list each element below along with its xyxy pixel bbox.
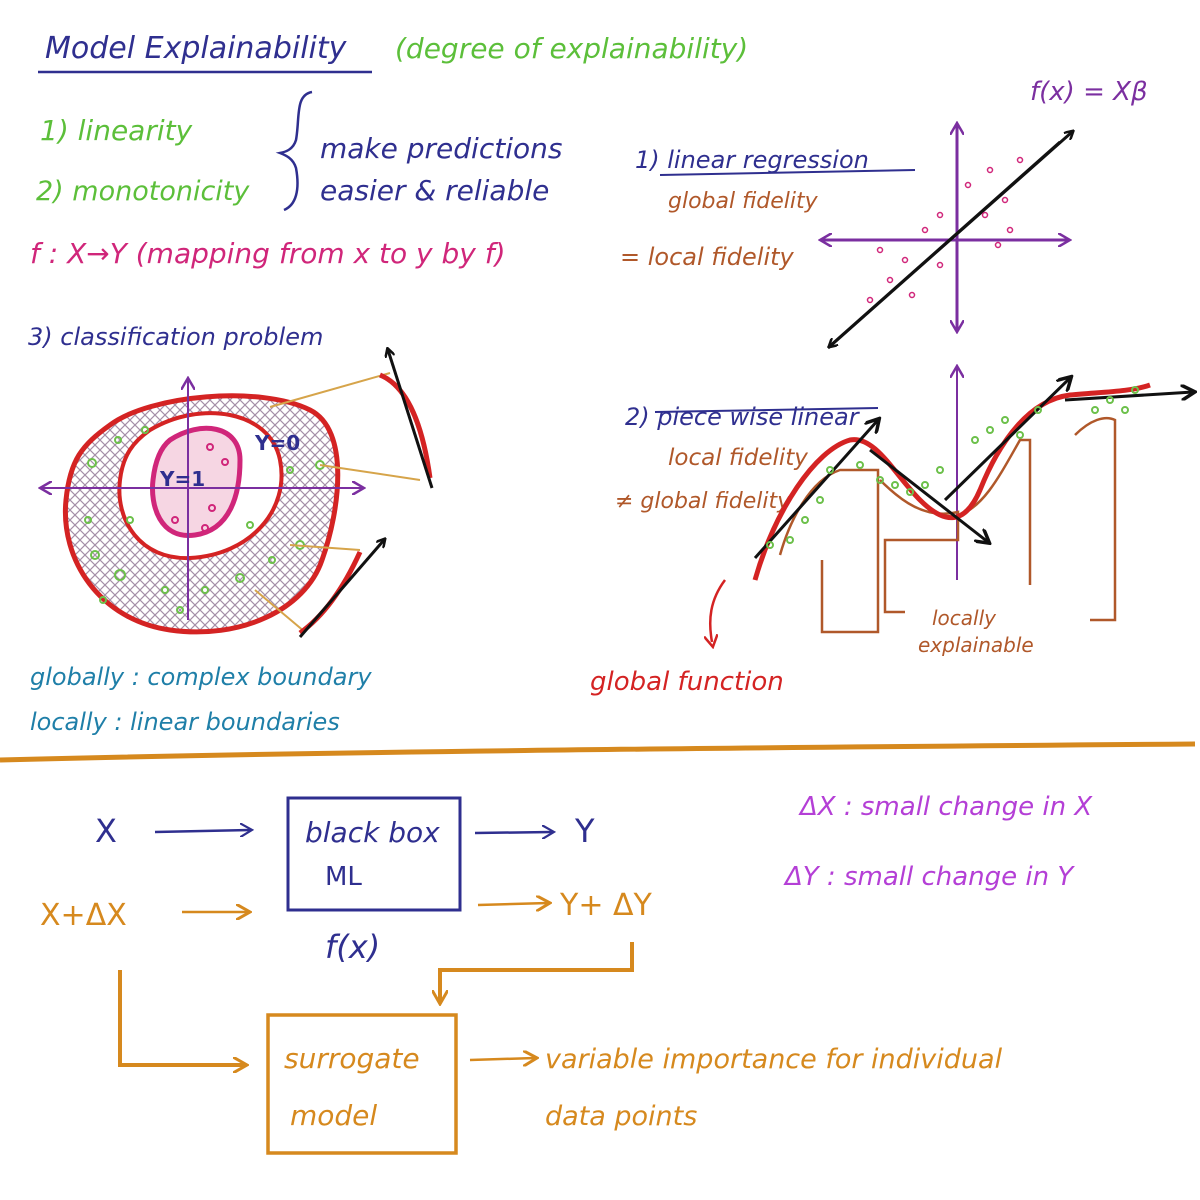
class-inner-blob (150, 425, 243, 538)
linreg-underline (659, 169, 916, 176)
brace-text-line1: make predictions (320, 132, 562, 165)
piecewise-local: local fidelity (668, 445, 808, 471)
surrogate-line1: surrogate (284, 1042, 420, 1075)
globally-text: globally : complex boundary (30, 663, 372, 691)
arrow-xdx-to-surrogate (118, 970, 245, 1065)
arrow-ydy-to-surrogate (440, 942, 634, 1002)
linreg-local: = local fidelity (620, 243, 795, 271)
piecewise-title: 2) piece wise linear (625, 403, 861, 431)
local-arrow-top (388, 350, 434, 489)
zoom-guides (254, 372, 421, 633)
black-box-line1: black box (305, 816, 440, 849)
linearity-label: 1) linearity (40, 114, 193, 147)
arrow-box-to-y (474, 832, 552, 833)
surrogate-line2: model (290, 1099, 377, 1132)
black-box-line2: ML (325, 862, 362, 892)
monotonicity-label: 2) monotonicity (36, 176, 250, 207)
linreg-points (866, 156, 1024, 304)
brace-text-line2: easier & reliable (320, 174, 549, 207)
black-box-model (286, 796, 462, 912)
classification-title: 3) classification problem (28, 323, 323, 351)
dx-note: ΔX : small change in X (798, 792, 1093, 822)
locally-text: locally : linear boundaries (30, 708, 340, 736)
input-x-dx: X+ΔX (40, 898, 127, 933)
linreg-global: global fidelity (668, 189, 819, 214)
global-function-curve (752, 382, 1151, 581)
mapping-text: f : X→Y (mapping from x to y by f) (30, 237, 506, 270)
global-function-label: global function (590, 667, 784, 697)
formula: f(x) = Xβ (1030, 77, 1148, 107)
subtitle: (degree of explainability) (395, 32, 748, 65)
local-segment-4 (1064, 392, 1193, 402)
locally-explainable-line2: explainable (918, 633, 1034, 657)
output-y: Y (574, 812, 595, 850)
locally-explainable-line1: locally (932, 606, 997, 630)
title: Model Explainability (45, 31, 348, 66)
label-y1: Y=1 (159, 467, 205, 491)
linreg-title: 1) linear regression (635, 146, 869, 174)
local-region-shapes (778, 416, 1117, 634)
surrogate-model-box (266, 1013, 458, 1155)
linreg-fit-line-back (830, 140, 1061, 346)
class-points (84, 426, 325, 614)
local-segment-1 (753, 420, 878, 559)
class-inner-points (171, 443, 229, 532)
section-divider (0, 741, 1196, 763)
arrow-x-to-box (154, 830, 250, 832)
dy-note: ΔY : small change in Y (783, 862, 1075, 892)
local-arrow-bottom (298, 540, 384, 638)
curly-brace (275, 90, 313, 212)
fx-label: f(x) (325, 928, 380, 966)
input-x: X (95, 812, 117, 850)
piecewise-global: ≠ global fidelity (615, 489, 791, 514)
label-y0: Y=0 (254, 431, 300, 455)
importance-line1: variable importance for individual (545, 1044, 1003, 1075)
importance-line2: data points (545, 1101, 697, 1132)
arrow-box-to-ydy (477, 903, 548, 905)
output-y-dy: Y+ ΔY (559, 888, 653, 923)
local-boundary-top (378, 372, 433, 479)
piecewise-underline (654, 407, 879, 413)
local-segment-3 (943, 378, 1070, 502)
local-segment-2 (869, 448, 988, 542)
arrow-surrogate-to-importance (469, 1058, 535, 1060)
global-function-pointer (710, 579, 727, 642)
piecewise-points (766, 386, 1139, 549)
